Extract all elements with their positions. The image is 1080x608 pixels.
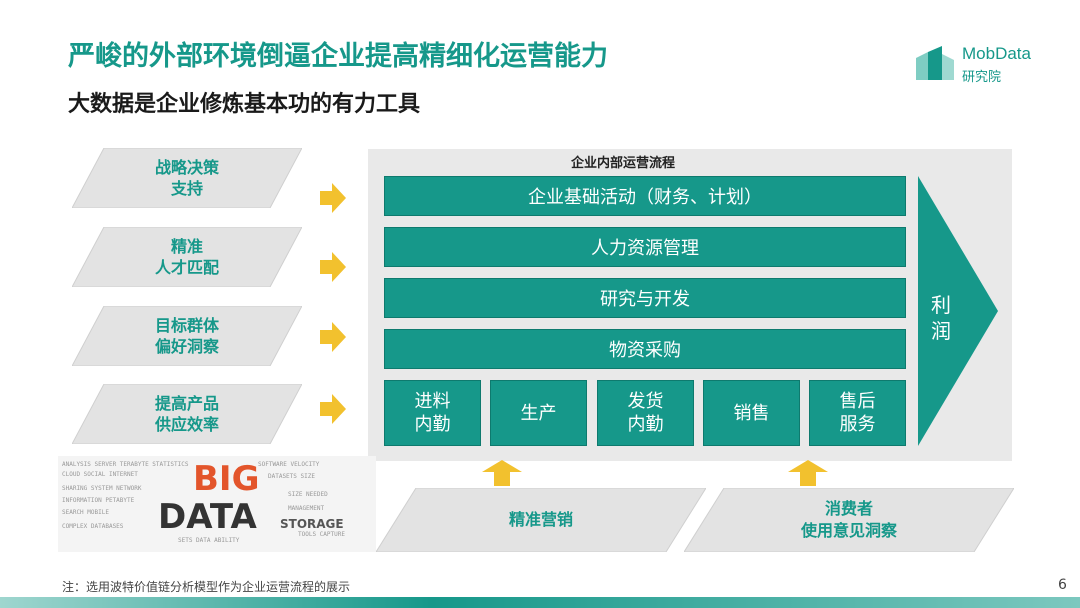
big-data-word-2: DATA	[158, 497, 257, 537]
page-number: 6	[1058, 577, 1067, 593]
arrow-right-icon	[320, 322, 346, 352]
cell-operations: 生产	[490, 380, 587, 446]
profit-label: 利 润	[920, 292, 962, 344]
arrow-right-icon	[320, 394, 346, 424]
bar-infrastructure: 企业基础活动（财务、计划）	[384, 176, 906, 216]
page-title: 严峻的外部环境倒逼企业提高精细化运营能力	[68, 41, 608, 72]
left-item-line2: 人才匹配	[154, 258, 219, 277]
bottom-item-marketing: 精准营销	[376, 488, 706, 552]
footer-bar	[0, 597, 1080, 608]
cell-line1: 生产	[520, 402, 557, 424]
cell-service: 售后服务	[809, 380, 906, 446]
footnote: 注：选用波特价值链分析模型作为企业运营流程的展示	[62, 580, 351, 594]
cell-line1: 售后	[839, 391, 876, 412]
svg-text:SETS DATA ABILITY: SETS DATA ABILITY	[178, 537, 240, 544]
svg-text:ANALYSIS SERVER TERABYTE STATI: ANALYSIS SERVER TERABYTE STATISTICS	[62, 461, 189, 468]
svg-text:SHARING SYSTEM NETWORK: SHARING SYSTEM NETWORK	[62, 485, 142, 492]
svg-text:INFORMATION PETABYTE: INFORMATION PETABYTE	[62, 497, 135, 504]
arrow-right-icon	[320, 183, 346, 213]
page-subtitle: 大数据是企业修炼基本功的有力工具	[68, 92, 421, 117]
big-data-image: ANALYSIS SERVER TERABYTE STATISTICS SOFT…	[58, 456, 376, 552]
profit-line2: 润	[931, 319, 951, 343]
logo-brand: MobData	[962, 44, 1031, 63]
big-data-word-1: BIG	[193, 459, 259, 499]
left-item-line1: 战略决策	[154, 158, 219, 177]
logo-sub: 研究院	[962, 70, 1002, 85]
big-data-word-3: STORAGE	[280, 517, 344, 531]
svg-text:MANAGEMENT: MANAGEMENT	[288, 505, 325, 512]
svg-text:CLOUD SOCIAL INTERNET: CLOUD SOCIAL INTERNET	[62, 471, 138, 478]
cell-line1: 发货	[627, 391, 664, 412]
left-item-strategy: 战略决策支持	[72, 148, 302, 208]
svg-text:SOFTWARE VELOCITY: SOFTWARE VELOCITY	[258, 461, 320, 468]
cell-line2: 内勤	[414, 414, 451, 435]
panel-title: 企业内部运营流程	[570, 156, 675, 171]
bottom-item-consumer: 消费者使用意见洞察	[684, 488, 1014, 552]
svg-text:TOOLS CAPTURE: TOOLS CAPTURE	[298, 531, 345, 538]
bottom-item-line1: 精准营销	[508, 510, 573, 529]
cell-sales: 销售	[703, 380, 800, 446]
svg-text:DATASETS SIZE: DATASETS SIZE	[268, 473, 315, 480]
cell-line2: 内勤	[627, 414, 664, 435]
arrow-up-icon	[482, 460, 522, 486]
left-item-target: 目标群体偏好洞察	[72, 306, 302, 366]
cell-line2: 服务	[839, 414, 876, 435]
cell-line1: 销售	[733, 402, 770, 424]
bar-rnd: 研究与开发	[384, 278, 906, 318]
svg-text:SIZE NEEDED: SIZE NEEDED	[288, 491, 328, 498]
profit-chevron-icon	[918, 176, 998, 446]
svg-text:COMPLEX DATABASES: COMPLEX DATABASES	[62, 523, 124, 530]
cell-inbound: 进料内勤	[384, 380, 481, 446]
left-item-line2: 支持	[170, 179, 203, 198]
left-item-line2: 供应效率	[154, 415, 219, 434]
svg-text:SEARCH MOBILE: SEARCH MOBILE	[62, 509, 109, 516]
left-item-line1: 精准	[170, 237, 203, 256]
left-item-line1: 提高产品	[154, 394, 219, 413]
arrow-up-icon	[788, 460, 828, 486]
cell-outbound: 发货内勤	[597, 380, 694, 446]
arrow-right-icon	[320, 252, 346, 282]
profit-line1: 利	[931, 293, 951, 317]
left-item-talent: 精准人才匹配	[72, 227, 302, 287]
left-item-line1: 目标群体	[154, 316, 219, 335]
bottom-item-line2: 使用意见洞察	[800, 521, 897, 540]
left-item-line2: 偏好洞察	[154, 337, 219, 356]
cell-line1: 进料	[414, 391, 451, 412]
bar-procurement: 物资采购	[384, 329, 906, 369]
bar-hr: 人力资源管理	[384, 227, 906, 267]
mobdata-logo-icon	[916, 46, 954, 80]
bottom-item-line1: 消费者	[824, 499, 873, 518]
left-item-supply: 提高产品供应效率	[72, 384, 302, 444]
